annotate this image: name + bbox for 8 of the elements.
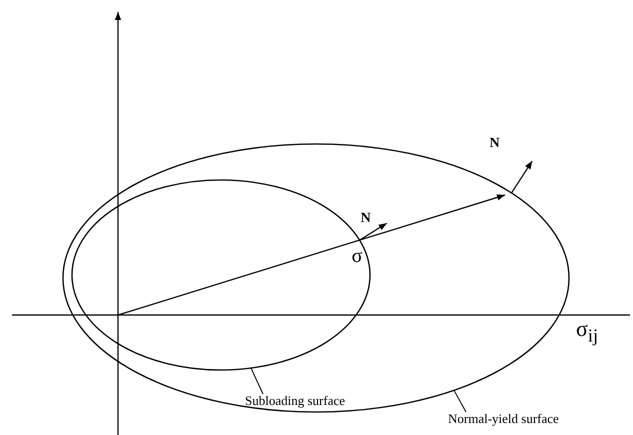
leader-line (454, 390, 466, 412)
vector-label: N (490, 136, 500, 151)
surface-label: Subloading surface (245, 393, 346, 408)
vector-label: N (360, 212, 371, 226)
stress-symbol: σ (352, 246, 362, 266)
axis-label: σ$_{ij}$ (576, 318, 598, 345)
leader-line (250, 368, 264, 394)
surface-label: Normal-yield surface (448, 411, 559, 426)
